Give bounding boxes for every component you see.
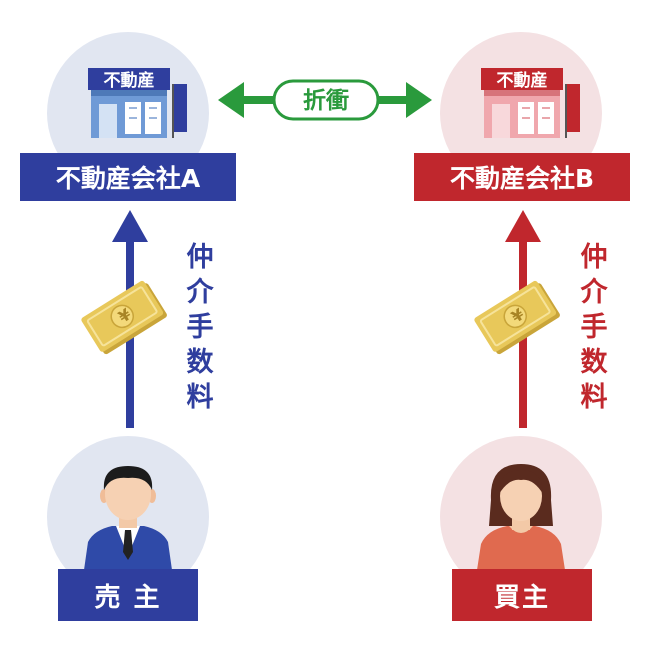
building-icon-a: [88, 68, 187, 138]
building-sign-b: 不動産: [496, 71, 548, 91]
money-icon-left: [81, 280, 167, 355]
company-a-label: 不動産会社A: [20, 153, 236, 201]
money-icon-right: [474, 280, 560, 355]
company-b-label: 不動産会社B: [414, 153, 630, 201]
negotiation-arrow: [218, 79, 432, 121]
seller-label: 売 主: [58, 569, 198, 621]
buyer-label: 買主: [452, 569, 592, 621]
fee-label-right: 仲介手数料: [580, 242, 608, 413]
seller-person-icon: [84, 466, 172, 570]
buyer-person-icon: [477, 464, 565, 570]
fee-label-left: 仲介手数料: [186, 242, 214, 413]
building-sign-a: 不動産: [103, 71, 155, 91]
negotiation-label: 折衝: [303, 88, 349, 114]
building-icon-b: [481, 68, 580, 138]
